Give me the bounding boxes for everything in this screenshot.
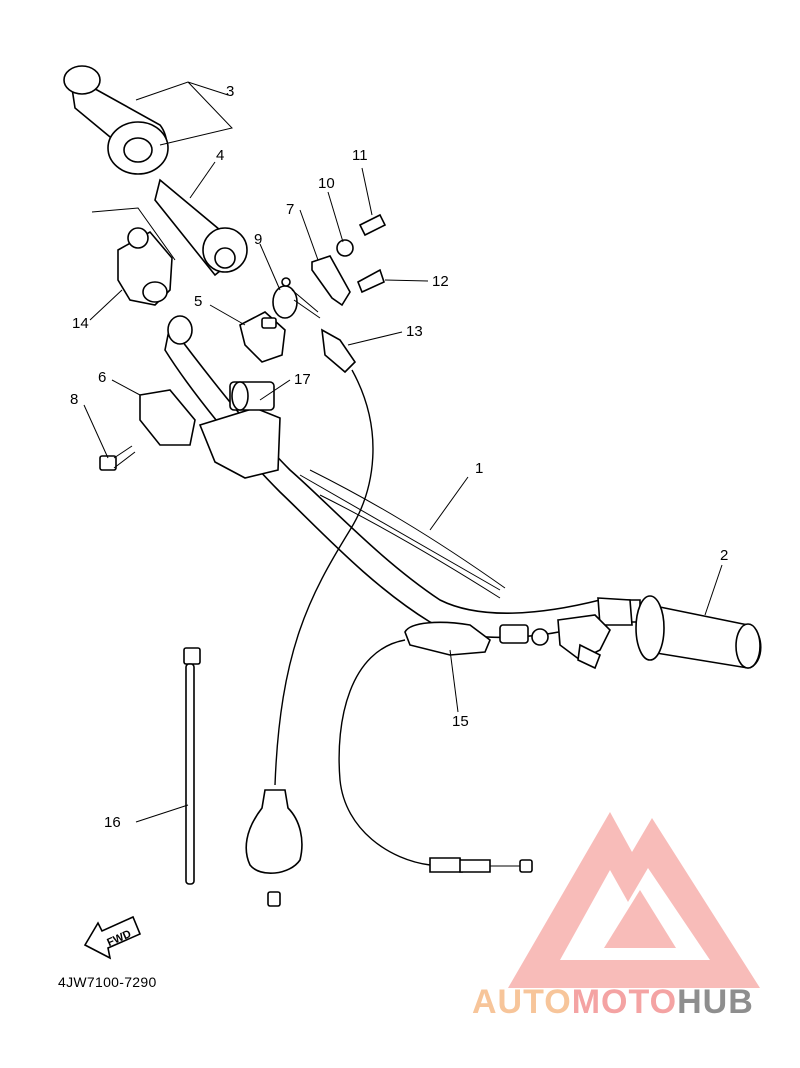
throttle-cable bbox=[245, 328, 374, 907]
leader-lines bbox=[83, 81, 723, 823]
callout-8: 8 bbox=[70, 391, 78, 408]
screw-12 bbox=[356, 268, 385, 294]
clutch-cable bbox=[338, 621, 533, 873]
callout-4: 4 bbox=[216, 147, 224, 164]
callout-10: 10 bbox=[318, 175, 335, 192]
automotohub-wordmark: AUTOMOTOHUB bbox=[472, 982, 796, 1022]
housing-cap bbox=[239, 311, 286, 363]
handlebar bbox=[164, 315, 641, 639]
callout-11: 11 bbox=[352, 147, 368, 164]
callout-9: 9 bbox=[254, 231, 262, 248]
cable-bracket bbox=[311, 255, 351, 307]
callout-5: 5 bbox=[194, 293, 202, 310]
automotohub-logo-mark bbox=[508, 812, 760, 988]
callout-15: 15 bbox=[452, 713, 469, 730]
throttle-tube bbox=[154, 178, 248, 277]
throttle-housing bbox=[117, 227, 173, 306]
handlebar-clamp bbox=[198, 381, 281, 479]
collar bbox=[336, 239, 354, 257]
clutch-lever-bracket bbox=[499, 614, 611, 670]
right-grip bbox=[597, 595, 762, 669]
callout-14: 14 bbox=[72, 315, 89, 332]
callout-7: 7 bbox=[286, 201, 294, 218]
callout-16: 16 bbox=[104, 814, 121, 831]
housing-cover bbox=[139, 389, 196, 446]
callout-13: 13 bbox=[406, 323, 423, 340]
brand-moto: MOTO bbox=[571, 983, 678, 1021]
callout-12: 12 bbox=[432, 273, 449, 290]
callout-6: 6 bbox=[98, 369, 106, 386]
bolt bbox=[99, 445, 136, 471]
left-grip bbox=[63, 65, 169, 175]
callout-numbers: 1 2 3 4 5 6 8 7 9 10 11 12 13 14 15 16 1… bbox=[70, 83, 728, 831]
screw-11 bbox=[358, 213, 387, 237]
callout-3: 3 bbox=[226, 83, 234, 100]
brand-auto: AUTO bbox=[472, 983, 572, 1021]
cable-tie bbox=[183, 647, 201, 885]
cable-pulley bbox=[272, 277, 321, 319]
fwd-arrow-icon: FWD bbox=[83, 915, 142, 960]
brand-hub: HUB bbox=[677, 983, 754, 1021]
callout-17: 17 bbox=[294, 371, 311, 388]
diagram-code: 4JW7100-7290 bbox=[58, 974, 157, 990]
callout-1: 1 bbox=[475, 460, 483, 477]
callout-2: 2 bbox=[720, 547, 728, 564]
